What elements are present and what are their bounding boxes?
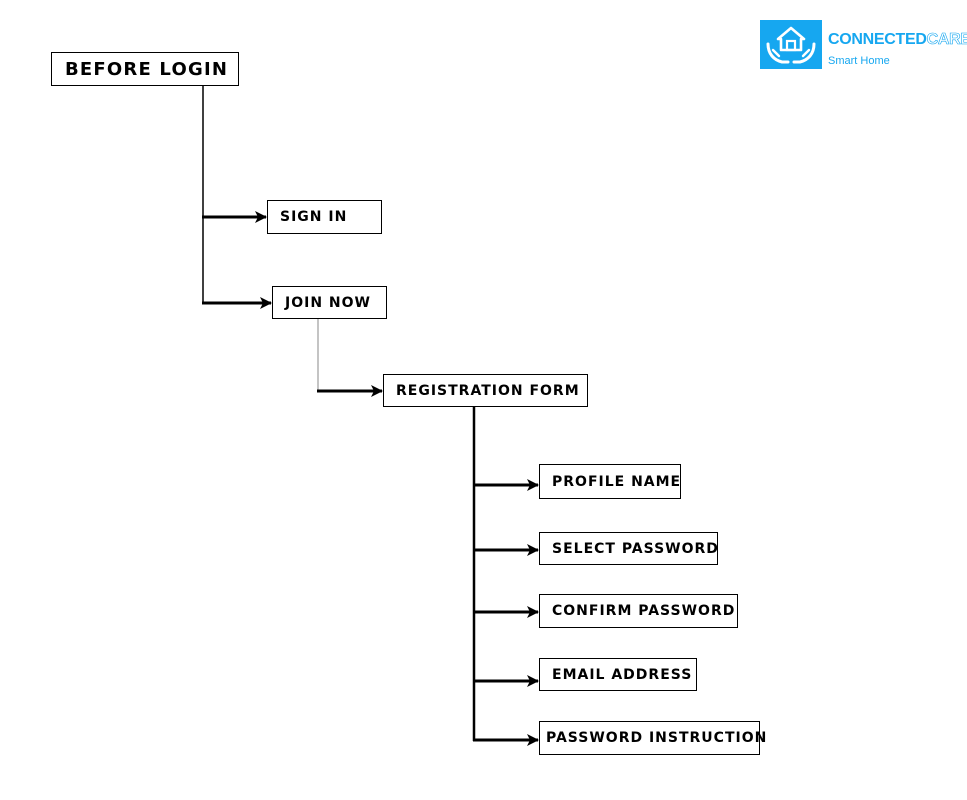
node-password-instruction[interactable]: PASSWORD INSTRUCTION [539,721,766,755]
logo-brand-part2: CARE [926,31,967,49]
node-sign-in[interactable]: SIGN IN [267,200,382,234]
node-before-login: BEFORE LOGIN [51,52,239,86]
logo-brand-part1: CONNECTED [828,31,927,48]
logo-tagline: Smart Home [828,55,890,67]
connectedcare-logo: CONNECTEDCARE Smart Home [760,20,967,72]
node-email-address[interactable]: EMAIL ADDRESS [539,658,697,691]
house-in-hands-icon [760,20,822,69]
node-registration-form[interactable]: REGISTRATION FORM [383,374,588,407]
node-join-now[interactable]: JOIN NOW [272,286,387,319]
logo-wordmark: CONNECTEDCARE [828,31,967,49]
node-select-password[interactable]: SELECT PASSWORD [539,532,718,565]
node-profile-name[interactable]: PROFILE NAME [539,464,681,499]
node-confirm-password[interactable]: CONFIRM PASSWORD [539,594,738,628]
